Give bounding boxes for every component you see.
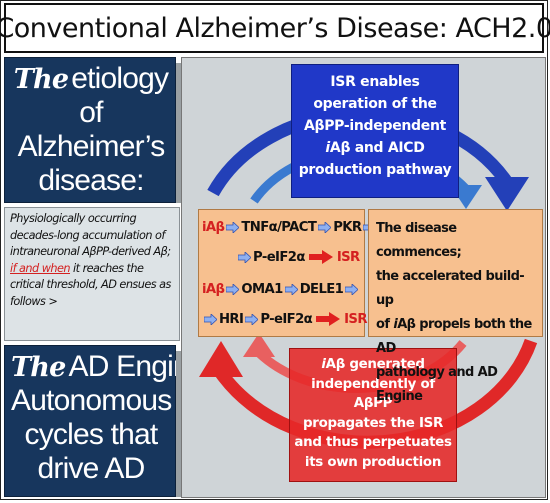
etiology-line3: Alzheimer’s [17, 130, 166, 163]
small-arrow-icon [345, 283, 359, 295]
engine-shadow [176, 351, 181, 497]
small-arrow-icon [226, 283, 240, 295]
small-arrow-icon [204, 313, 217, 325]
inner-red-arrowhead [243, 333, 275, 357]
description-panel: Physiologically occurring decades-long a… [4, 207, 180, 341]
outer-red-arrowhead [199, 341, 243, 377]
pathway-box: iAβ TNFα/PACT PKR P-eIF2α ISR iAβ OMA1 D… [198, 209, 377, 337]
engine-line3: cycles that [24, 418, 159, 451]
red-arrow-icon [308, 250, 333, 264]
pathway-row-1: iAβ TNFα/PACT PKR [202, 216, 377, 238]
figure-title: Conventional Alzheimer’s Disease: ACH2.0 [0, 3, 550, 53]
outer-blue-arrowhead [485, 177, 529, 211]
engine-line4: drive AD [37, 452, 146, 485]
pathway-row-3: iAβ OMA1 DELE1 [202, 278, 362, 300]
small-arrow-icon [245, 313, 259, 325]
iab-generated-box: iAβ generated independently of AβPP prop… [289, 348, 457, 482]
etiology-line4: disease: [38, 164, 144, 197]
red-arrow-icon [316, 312, 341, 326]
pathway-row-2: P-eIF2α ISR [202, 246, 362, 268]
pathway-row-4: HRI P-eIF2α ISR [202, 308, 367, 330]
small-arrow-icon [226, 221, 240, 233]
engine-line2: Autonomous [11, 384, 172, 417]
small-arrow-icon [318, 221, 332, 233]
disease-commences-box: The disease commences; the accelerated b… [368, 209, 543, 404]
etiology-line2: of [79, 96, 103, 129]
small-arrow-icon [238, 251, 251, 263]
etiology-shadow [176, 63, 181, 203]
small-arrow-icon [284, 283, 298, 295]
isr-enables-box: ISR enables operation of the AβPP-indepe… [291, 64, 459, 198]
